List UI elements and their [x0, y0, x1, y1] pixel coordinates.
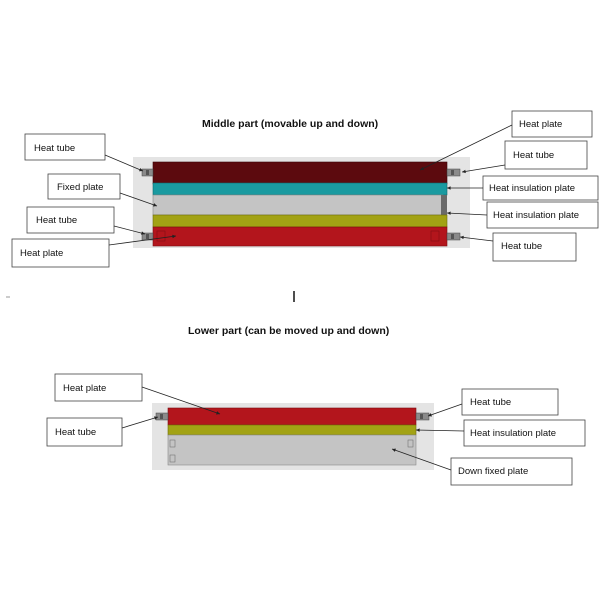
label-fixed-plate: Fixed plate	[47, 173, 121, 200]
label-lower-heat-insulation-plate: Heat insulation plate	[463, 419, 586, 447]
middle-heat-tube-fitting-bottom-right	[446, 232, 461, 241]
lower-heat-tube-fitting-right	[415, 412, 430, 421]
leader-heat-plate-top-right	[419, 124, 513, 171]
lower-part-assembly: Lower part (can be moved up and down) He…	[46, 325, 586, 486]
lower-plate-mark-right	[407, 439, 414, 448]
label-heat-plate-top-right: Heat plate	[511, 110, 593, 138]
middle-part-assembly: Middle part (movable up and down)	[11, 110, 599, 268]
arrowhead-leader-heat-tube-top-left	[139, 167, 143, 172]
middle-fixed-plate	[152, 194, 444, 216]
label-heat-tube-mid-left: Heat tube	[26, 206, 115, 234]
lower-part-title: Lower part (can be moved up and down)	[188, 325, 389, 337]
lower-plate-mark-left-2	[169, 454, 176, 463]
leader-fixed-plate	[119, 192, 158, 207]
leader-heat-tube-bottom-right	[459, 236, 494, 242]
leader-lower-down-fixed-plate	[391, 448, 452, 471]
leader-arrowheads	[139, 166, 466, 452]
label-heat-plate-left: Heat plate	[11, 238, 110, 268]
arrowhead-leader-heat-insulation-plate-upper	[447, 186, 451, 190]
leader-heat-insulation-plate-lower	[446, 212, 488, 216]
leader-lower-heat-plate	[141, 386, 221, 415]
leader-heat-plate-left	[108, 235, 177, 246]
middle-part-title: Middle part (movable up and down)	[202, 118, 378, 130]
svg-text:Heat tube: Heat tube	[513, 150, 554, 161]
svg-text:Heat plate: Heat plate	[63, 383, 106, 394]
middle-heat-tube-fitting-top-left	[141, 168, 154, 177]
label-heat-tube-top-right: Heat tube	[504, 140, 588, 170]
middle-heat-plate-top	[152, 161, 448, 185]
arrowhead-leader-lower-heat-plate	[216, 411, 220, 415]
label-heat-tube-top-left: Heat tube	[24, 133, 106, 161]
svg-text:Heat tube: Heat tube	[501, 241, 542, 252]
label-lower-heat-tube-left: Heat tube	[46, 417, 123, 447]
middle-bolt-mark-left	[156, 230, 166, 242]
leader-heat-tube-top-left	[104, 154, 144, 172]
label-lower-down-fixed-plate: Down fixed plate	[450, 457, 573, 486]
label-lower-heat-plate: Heat plate	[54, 373, 143, 402]
svg-text:Down fixed plate: Down fixed plate	[458, 466, 528, 477]
lower-heat-plate	[167, 407, 417, 426]
svg-text:Heat tube: Heat tube	[55, 427, 96, 438]
svg-text:Heat insulation plate: Heat insulation plate	[489, 183, 575, 194]
middle-fixed-plate-side-strip	[441, 195, 447, 215]
middle-bolt-mark-right	[430, 230, 440, 242]
svg-text:Heat insulation plate: Heat insulation plate	[470, 428, 556, 439]
leader-lower-heat-insulation-plate	[415, 429, 465, 432]
lower-heat-tube-fitting-left	[155, 412, 169, 421]
middle-heat-plate-bottom	[152, 226, 448, 247]
svg-text:Heat tube: Heat tube	[470, 397, 511, 408]
label-heat-insulation-plate-upper: Heat insulation plate	[482, 175, 599, 201]
middle-heat-insulation-plate-lower	[152, 214, 448, 228]
label-heat-tube-bottom-right: Heat tube	[492, 232, 577, 262]
svg-text:Heat tube: Heat tube	[34, 143, 75, 154]
label-lower-heat-tube-right: Heat tube	[461, 388, 559, 416]
svg-text:Heat plate: Heat plate	[20, 248, 63, 259]
leader-lower-heat-tube-right	[427, 403, 463, 417]
middle-heat-tube-fitting-top-right	[446, 168, 461, 177]
svg-text:Fixed plate: Fixed plate	[57, 182, 103, 193]
lower-heat-insulation-plate	[167, 424, 417, 436]
middle-heat-insulation-plate-upper	[152, 182, 448, 196]
arrowhead-leader-lower-heat-insulation-plate	[416, 428, 420, 432]
svg-text:Heat tube: Heat tube	[36, 215, 77, 226]
arrowhead-leader-lower-heat-tube-left	[154, 416, 158, 420]
arrowhead-leader-heat-tube-mid-left	[141, 231, 145, 235]
arrowhead-leader-fixed-plate	[153, 203, 157, 207]
svg-text:Heat insulation plate: Heat insulation plate	[493, 210, 579, 221]
label-heat-insulation-plate-lower: Heat insulation plate	[486, 201, 599, 229]
arrowhead-leader-heat-insulation-plate-lower	[447, 211, 451, 215]
svg-text:Heat plate: Heat plate	[519, 119, 562, 130]
arrowhead-leader-heat-plate-left	[172, 234, 176, 239]
leader-heat-tube-mid-left	[113, 225, 146, 235]
leader-lower-heat-tube-left	[121, 416, 159, 429]
arrowhead-leader-heat-tube-bottom-right	[460, 235, 464, 240]
lower-down-fixed-plate	[167, 434, 417, 466]
arrowhead-leader-heat-plate-top-right	[420, 166, 424, 170]
lower-plate-mark-left-1	[169, 439, 176, 448]
arrowhead-leader-heat-tube-top-right	[462, 169, 466, 174]
leader-heat-tube-top-right	[461, 164, 506, 173]
arrowhead-leader-lower-heat-tube-right	[428, 413, 432, 417]
arrowhead-leader-lower-down-fixed-plate	[392, 448, 396, 452]
